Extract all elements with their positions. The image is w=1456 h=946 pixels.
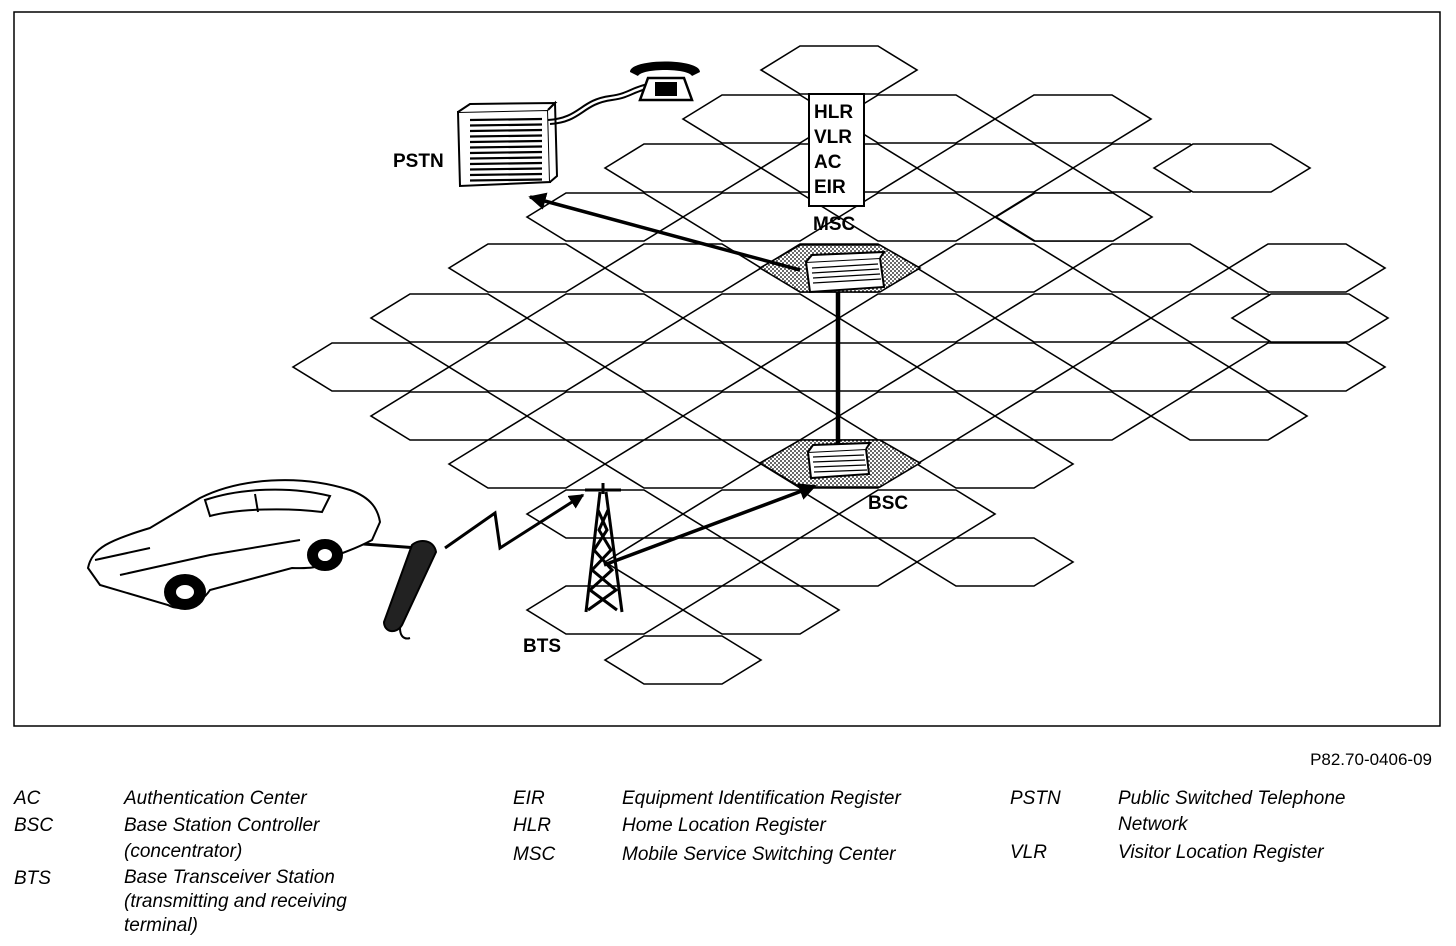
- legend-def-hlr: Home Location Register: [622, 815, 826, 836]
- pstn-label: PSTN: [393, 151, 444, 172]
- figure-reference: P82.70-0406-09: [1310, 750, 1432, 769]
- legend-abbr-pstn: PSTN: [1010, 788, 1061, 809]
- cell-hexagon: [1227, 243, 1387, 293]
- legend-def-msc: Mobile Service Switching Center: [622, 844, 896, 865]
- cell-hexagon: [681, 585, 841, 635]
- legend-def-pstn: Public Switched Telephone Network: [1118, 788, 1346, 835]
- bsc-controller-icon: [806, 441, 872, 480]
- msc-label: MSC: [813, 214, 856, 235]
- legend-abbr-bts: BTS: [14, 868, 51, 889]
- legend-abbr-eir: EIR: [513, 788, 545, 809]
- legend-abbr-vlr: VLR: [1010, 842, 1047, 863]
- diagram-frame: [13, 11, 1441, 727]
- cell-hexagon: [1149, 391, 1309, 441]
- bts-label: BTS: [523, 636, 561, 657]
- cell-hexagon: [1230, 293, 1390, 343]
- cell-hexagon: [1152, 143, 1312, 193]
- car-icon: [86, 479, 382, 610]
- legend-def-ac: Authentication Center: [124, 788, 307, 809]
- msc-pstn-link: [528, 192, 801, 272]
- legend-def-bts: Base Transceiver Station (transmitting a…: [124, 867, 347, 936]
- legend-def-vlr: Visitor Location Register: [1118, 842, 1324, 863]
- bsc-label: BSC: [868, 493, 908, 514]
- legend-def-bsc: Base Station Controller (concentrator): [124, 815, 320, 862]
- telephone-icon: [547, 61, 700, 125]
- msc-switch-icon: [804, 250, 886, 294]
- register-ac: AC: [814, 152, 842, 173]
- msc-register-box: HLR VLR AC EIR: [808, 93, 865, 207]
- bts-bsc-link: [603, 483, 817, 567]
- cell-hexagon: [993, 94, 1153, 144]
- bts-tower-icon: [584, 483, 624, 613]
- cell-hexagon: [759, 45, 919, 95]
- mobile-phone-icon: [382, 539, 438, 640]
- register-eir: EIR: [814, 177, 846, 198]
- legend-abbr-msc: MSC: [513, 844, 556, 865]
- legend-abbr-hlr: HLR: [513, 815, 552, 836]
- pstn-exchange-icon: [456, 100, 559, 188]
- register-vlr: VLR: [814, 127, 852, 148]
- register-hlr: HLR: [814, 102, 853, 123]
- legend-abbr-ac: AC: [14, 788, 41, 809]
- cell-hexagon: [1227, 342, 1387, 392]
- cell-hexagon: [915, 537, 1075, 587]
- legend-abbr-bsc: BSC: [14, 815, 54, 836]
- legend-def-eir: Equipment Identification Register: [622, 788, 901, 809]
- cell-hexagon: [603, 635, 763, 685]
- radio-link-icon: [444, 493, 585, 551]
- cell-hexagon: [994, 192, 1154, 242]
- cell-hexagon: [915, 439, 1075, 489]
